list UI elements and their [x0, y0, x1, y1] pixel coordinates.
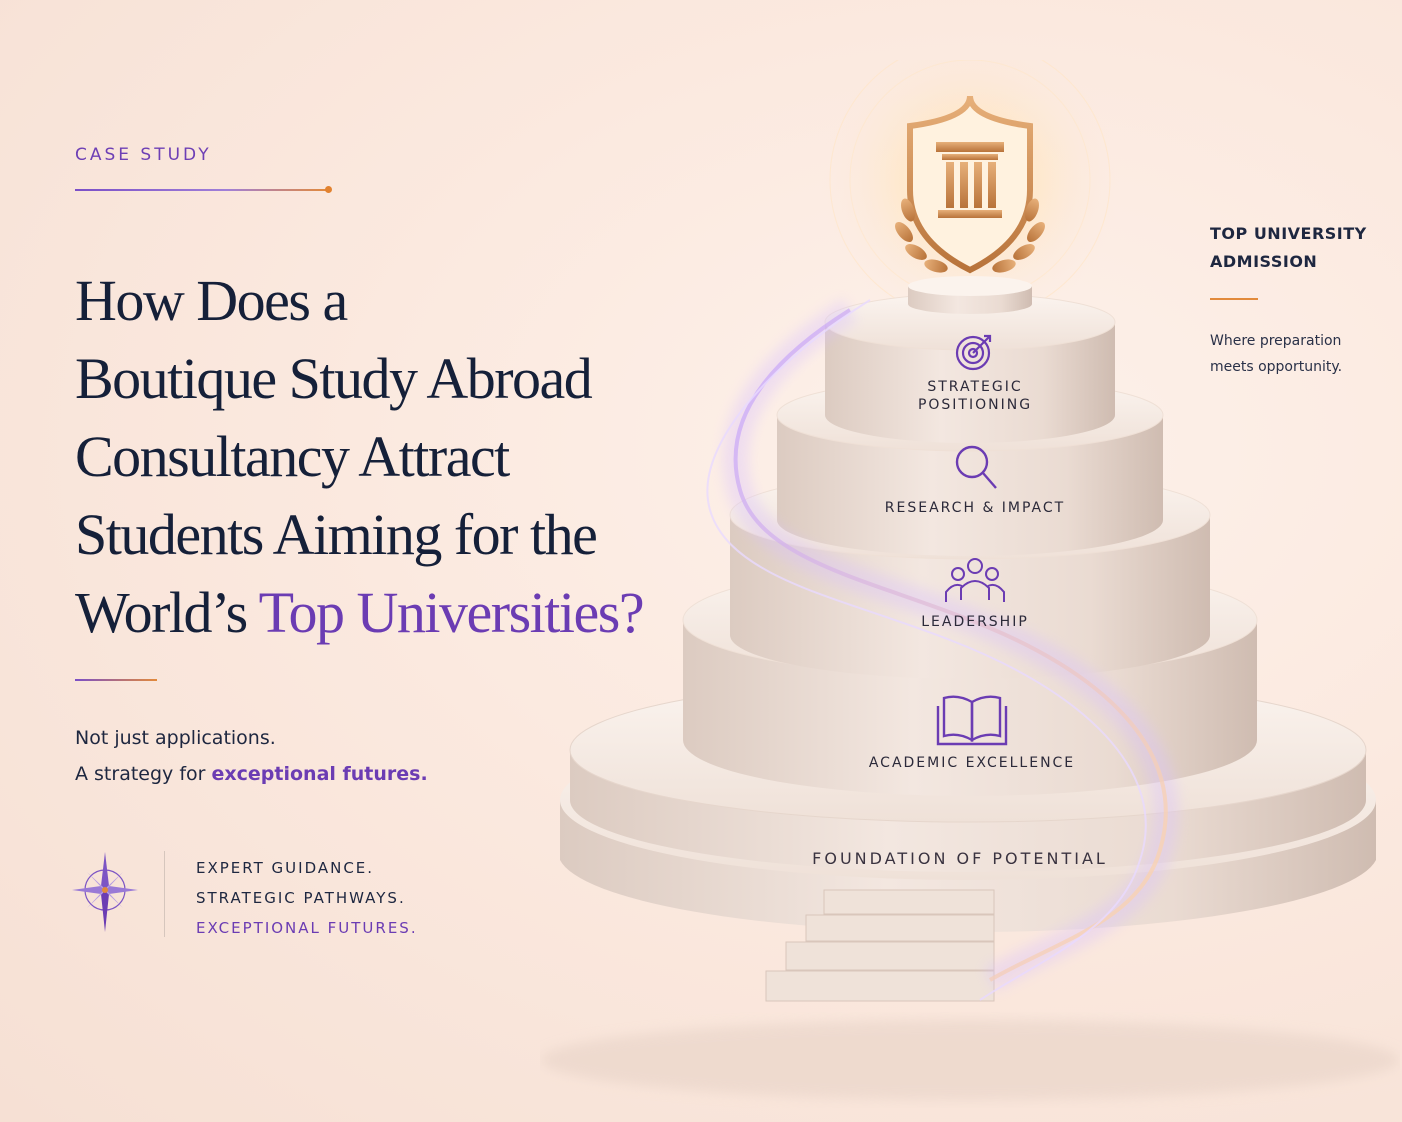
brand-pillars: EXPERT GUIDANCE. STRATEGIC PATHWAYS. EXC…	[196, 853, 418, 943]
eyebrow-divider-dot	[325, 186, 332, 193]
tier-strategic-line-2: POSITIONING	[917, 397, 1033, 413]
tier-research-impact: RESEARCH & IMPACT	[884, 500, 1066, 516]
right-subtitle-line-1: Where preparation	[1210, 333, 1342, 349]
tagline-line-2-text: A strategy for	[75, 763, 212, 785]
pyramid-drawing	[540, 60, 1400, 1100]
right-subtitle-line-2: meets opportunity.	[1210, 359, 1343, 375]
section-divider	[75, 679, 157, 681]
headline-line-3: Consultancy Attract	[75, 424, 510, 489]
headline-line-2: Boutique Study Abroad	[75, 346, 593, 411]
right-divider	[1210, 298, 1258, 300]
pillar-expert-guidance: EXPERT GUIDANCE.	[196, 859, 375, 877]
headline-line-5: World’s	[75, 580, 259, 645]
tier-foundation-of-potential: FOUNDATION OF POTENTIAL	[812, 849, 1108, 868]
people-group-icon	[945, 558, 1005, 602]
right-title-line-1: TOP UNIVERSITY	[1210, 224, 1367, 243]
eyebrow-label: CASE STUDY	[75, 145, 212, 165]
tier-strategic-line-1: STRATEGIC	[927, 379, 1023, 395]
headline-line-1: How Does a	[75, 268, 348, 333]
shield-pillar-laurel-icon	[895, 95, 1045, 274]
tier-leadership: LEADERSHIP	[921, 614, 1029, 630]
right-subtitle: Where preparation meets opportunity.	[1210, 328, 1380, 380]
tagline: Not just applications. A strategy for ex…	[75, 720, 428, 792]
open-book-icon	[936, 695, 1008, 746]
target-icon	[955, 334, 992, 371]
headline: How Does a Boutique Study Abroad Consult…	[75, 262, 675, 652]
tagline-accent: exceptional futures.	[211, 763, 428, 785]
headline-accent: Top Universities?	[258, 580, 645, 645]
right-title-line-2: ADMISSION	[1210, 252, 1318, 271]
pillar-exceptional-futures: EXCEPTIONAL FUTURES.	[196, 919, 418, 937]
brand-divider	[164, 851, 165, 937]
stairs	[765, 889, 995, 1002]
magnifier-icon	[955, 445, 997, 489]
pyramid-illustration: STRATEGIC POSITIONING RESEARCH & IMPACT …	[540, 60, 1400, 1122]
pillar-strategic-pathways: STRATEGIC PATHWAYS.	[196, 889, 406, 907]
tagline-line-2: A strategy for exceptional futures.	[75, 756, 428, 792]
tier-academic-excellence: ACADEMIC EXCELLENCE	[868, 755, 1076, 771]
right-title: TOP UNIVERSITY ADMISSION	[1210, 220, 1380, 276]
tagline-line-1: Not just applications.	[75, 727, 276, 749]
compass-star-icon	[72, 852, 138, 932]
tier-strategic-positioning: STRATEGIC POSITIONING	[918, 378, 1032, 414]
eyebrow-divider	[75, 189, 327, 191]
headline-line-4: Students Aiming for the	[75, 502, 598, 567]
